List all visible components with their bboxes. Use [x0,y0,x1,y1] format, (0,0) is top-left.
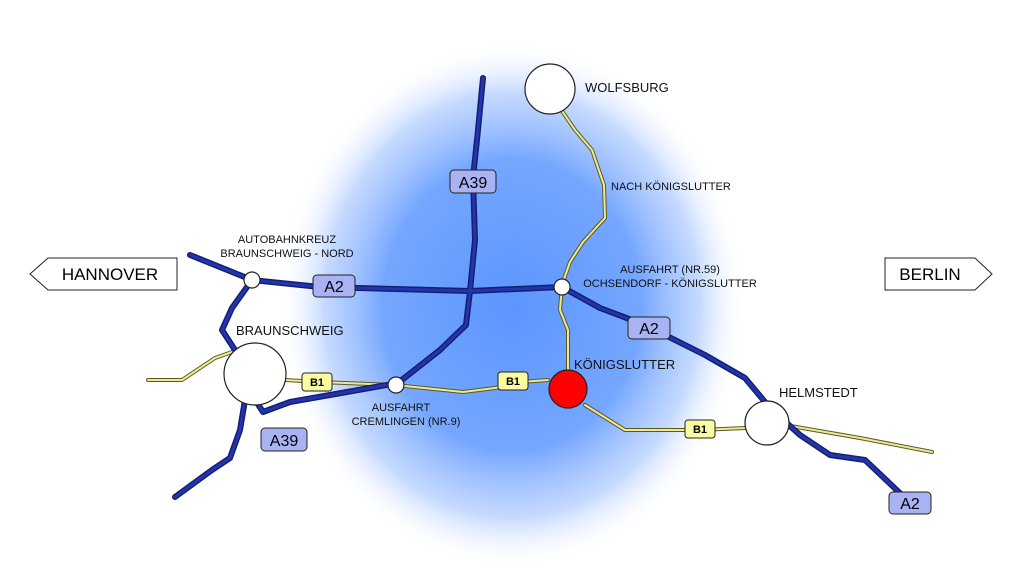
city-helmstedt-marker [744,400,790,446]
badge-b1-east: B1 [684,419,716,439]
badge-a39-north: A39 [449,169,497,194]
direction-berlin: BERLIN [884,257,993,291]
city-braunschweig-marker [223,342,287,406]
junction-kreuz-label-1: AUTOBAHNKREUZ [238,234,336,246]
junction-cremlingen-label-2: CREMLINGEN (NR.9) [352,416,461,428]
city-braunschweig-label: BRAUNSCHWEIG [236,323,344,338]
junction-ochsendorf-label-2: OCHSENDORF - KÖNIGSLUTTER [583,278,757,290]
road-wolfsburg-note: NACH KÖNIGSLUTTER [611,181,731,193]
svg-text:B1: B1 [310,377,324,389]
svg-text:A39: A39 [459,175,488,192]
city-koenigslutter-marker [548,369,588,409]
city-wolfsburg-label: WOLFSBURG [585,80,669,95]
city-koenigslutter-label: KÖNIGSLUTTER [574,357,675,372]
badge-a2-west: A2 [312,274,356,298]
junction-kreuz-marker [243,271,261,289]
direction-hannover: HANNOVER [29,257,178,291]
arrow-right-icon [884,257,993,291]
svg-text:A2: A2 [900,496,920,513]
direction-berlin-label: BERLIN [899,265,960,284]
arrow-left-icon [29,257,178,291]
badge-a39-south: A39 [260,427,308,452]
city-helmstedt-label: HELMSTEDT [779,385,858,400]
junction-cremlingen-marker [387,376,405,394]
svg-text:B1: B1 [506,376,520,388]
junction-cremlingen-label-1: AUSFAHRT [372,402,431,414]
svg-text:A2: A2 [324,279,344,296]
svg-text:B1: B1 [693,424,707,436]
region-glow [277,40,747,570]
city-wolfsburg-marker [524,63,576,115]
badge-a2-center: A2 [627,316,671,340]
badge-b1-center: B1 [497,371,529,391]
direction-hannover-label: HANNOVER [62,265,158,284]
junction-ochsendorf-marker [553,278,571,296]
junction-ochsendorf-label-1: AUSFAHRT (NR.59) [620,264,720,276]
junction-kreuz-label-2: BRAUNSCHWEIG - NORD [220,248,353,260]
svg-text:A2: A2 [639,321,659,338]
badge-b1-west: B1 [301,372,333,392]
svg-text:A39: A39 [270,433,299,450]
badge-a2-east: A2 [888,491,932,515]
